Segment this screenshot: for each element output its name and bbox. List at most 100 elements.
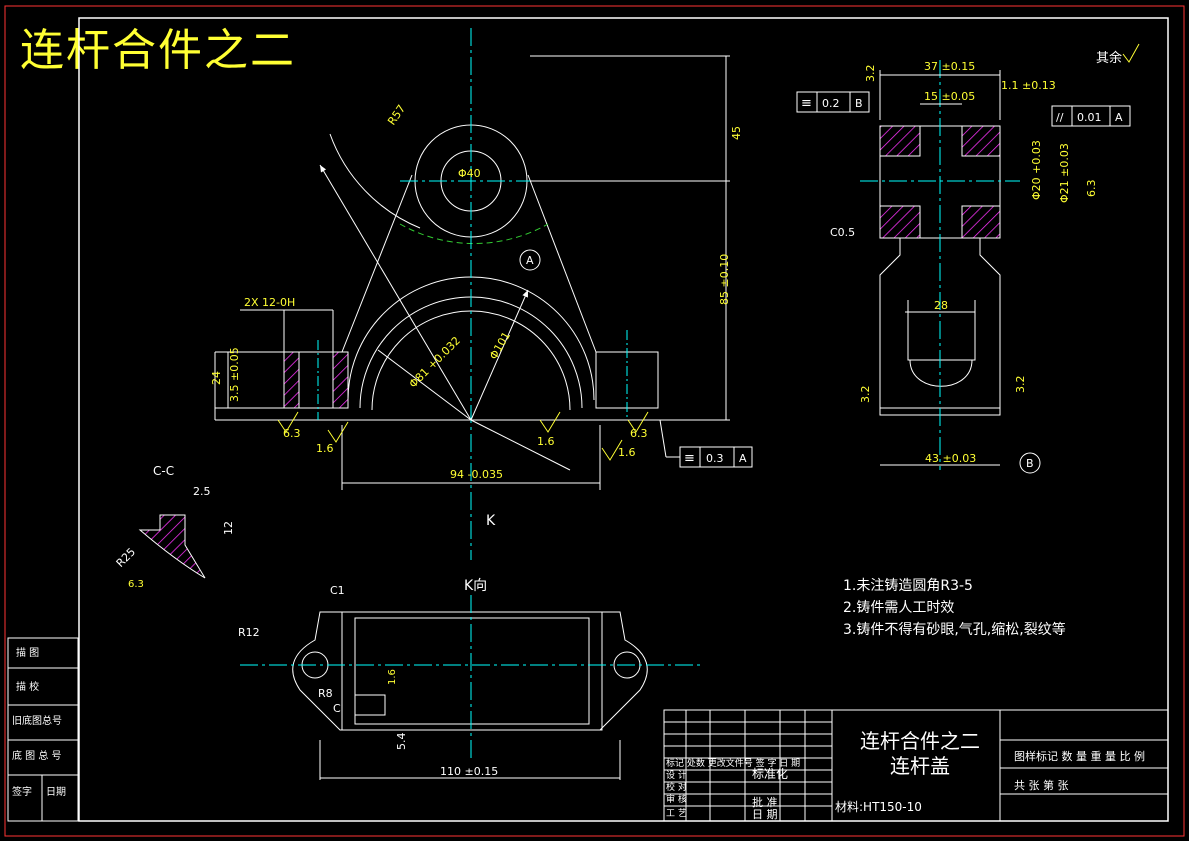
side-hatch-left-bottom [879,205,921,239]
title-block-design: 设 计 [666,769,687,781]
dim-85: 85 ±0.10 [718,254,731,305]
dim-94: 94 -0.035 [450,468,503,481]
svg-text:A: A [1115,111,1123,124]
dim-d101: Φ101 [487,330,513,362]
svg-text:0.2: 0.2 [822,97,840,110]
sheet-outer-border [4,5,1185,837]
title-block-review: 审 核 [666,793,687,805]
dim-d40: Φ40 [458,167,481,180]
section-hatch-left-2 [332,351,349,409]
dim-43: 43 ±0.03 [925,452,976,465]
title-block-right-header: 图样标记 数 量 重 量 比 例 [1014,749,1145,763]
left-block-row-2: 描 校 [16,680,39,693]
rough-63-left: 6.3 [283,427,301,440]
dim-cc-25: 2.5 [193,485,211,498]
arrow-k-label: K [486,513,496,529]
left-block-row-5a: 签字 [12,785,32,798]
left-block-row-4: 底 图 总 号 [12,749,62,762]
main-view-leaders [214,55,730,490]
rough-32-top: 3.2 [864,65,877,83]
left-block-row-5b: 日期 [46,786,66,798]
view-k-label: K向 [464,578,487,594]
title-block [663,709,1169,822]
section-cc-profile [138,514,206,579]
left-block-row-1: 描 图 [16,646,39,659]
dim-k-r8: R8 [318,687,333,700]
tolerance-frame-1: ≡ 0.2 B [796,91,870,113]
dim-d21: Φ21 ±0.03 [1058,143,1071,203]
rough-63-right: 6.3 [630,427,648,440]
svg-text:≡: ≡ [684,451,695,466]
dim-d81: Φ81 +0.032 [407,334,463,390]
roughness-note: 其余 [1096,50,1122,66]
svg-text:0.3: 0.3 [706,452,724,465]
dim-c05: C0.5 [830,226,855,239]
rough-cc-63: 6.3 [128,579,144,590]
tech-note-1: 1.未注铸造圆角R3-5 [843,578,973,594]
rough-32-left: 3.2 [859,386,872,404]
dim-15: 15 ±0.05 [924,90,975,103]
title-block-approve: 批 准 [752,795,778,809]
side-hatch-right-bottom [961,205,1001,239]
rough-k-16: 1.6 [387,669,398,685]
dim-45: 45 [730,126,743,140]
sheet-frame [78,17,1169,822]
dim-cc-r25: R25 [114,545,138,569]
tolerance-frame-3: ≡ 0.3 A [659,419,753,468]
cut-c-label: C [333,702,341,715]
main-elevation-view [215,124,660,421]
dim-24: 24 [210,371,223,385]
drawing-banner-title: 连杆合件之二 [20,25,296,76]
datum-a-label: A [526,254,534,267]
section-cc-label: C-C [153,464,174,478]
roughness-note-symbol [1122,43,1140,63]
rough-symbol-3 [539,411,561,433]
title-block-material: 材料:HT150-10 [835,800,922,814]
rough-symbol-1 [277,411,299,433]
title-block-date: 日 期 [752,808,778,821]
tech-note-3: 3.铸件不得有砂眼,气孔,缩松,裂纹等 [843,621,1066,638]
dim-2x12: 2X 12-0H [244,296,295,309]
rough-16-right: 1.6 [618,446,636,459]
dim-3-5: 3.5 ±0.05 [228,347,241,402]
svg-text:A: A [739,452,747,465]
tolerance-frame-2: // 0.01 A [1051,105,1131,127]
dim-1-1: 1.1 ±0.13 [1001,79,1056,92]
title-block-right-footer: 共 张 第 张 [1014,778,1069,792]
title-block-assembly: 连杆合件之二 [860,729,980,753]
section-hatch-left [283,351,300,409]
rough-symbol-5 [601,439,623,461]
title-block-check: 校 对 [666,781,687,793]
construction-arc [399,223,549,245]
side-hatch-right [961,125,1001,157]
dim-37: 37 ±0.15 [924,60,975,73]
svg-text:B: B [855,97,863,110]
rough-symbol-4 [627,411,649,433]
datum-b-marker [1019,452,1041,474]
svg-text:0.01: 0.01 [1077,111,1102,124]
datum-b-label: B [1026,457,1034,470]
title-block-part-name: 连杆盖 [890,754,950,778]
dim-d20: Φ20 +0.03 [1030,140,1043,200]
dim-k-110: 110 ±0.15 [440,765,498,778]
dim-28: 28 [934,299,948,312]
datum-a-marker [519,249,541,271]
tech-note-2: 2.铸件需人工时效 [843,600,954,616]
dim-k-r12: R12 [238,626,260,639]
left-block-row-3: 旧底图总号 [12,714,62,727]
dim-k-54: 5.4 [395,733,408,751]
svg-text://: // [1056,111,1064,124]
left-margin-block [7,637,79,822]
rough-32-right: 3.2 [1014,376,1027,394]
dim-cc-12: 12 [222,521,235,535]
side-hatch-left [879,125,921,157]
k-view [292,611,648,731]
title-block-process: 工 艺 [666,808,687,819]
rough-symbol-2 [327,421,349,443]
title-block-standardize: 标准化 [752,767,788,781]
dim-k-c1: C1 [330,584,345,597]
rough-63-side: 6.3 [1085,180,1098,198]
title-block-header-row: 标记 处数 更改文件号 签 字 日 期 [666,757,800,769]
dim-r57: R57 [385,102,408,127]
